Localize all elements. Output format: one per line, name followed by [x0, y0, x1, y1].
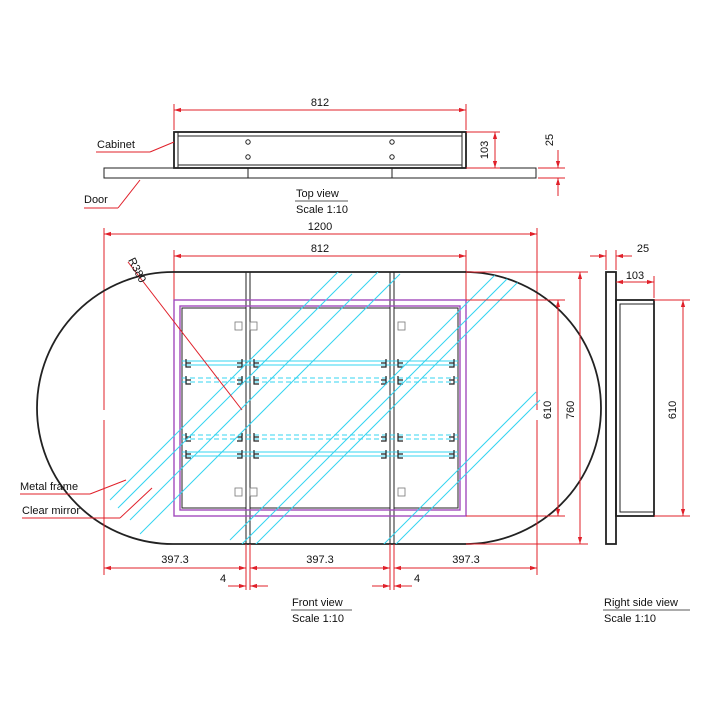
radius-label: R380 — [125, 256, 148, 285]
door-widths-dimension: 397.3 397.3 397.3 — [103, 420, 538, 590]
right-side-view: 25 103 610 Right side view Scale 1:10 — [590, 243, 690, 625]
side-door — [605, 271, 617, 545]
side-height-dimension: 610 — [654, 299, 690, 517]
overall-width-dimension: 1200 — [103, 221, 538, 410]
door-top — [103, 167, 537, 179]
overall-width-label: 1200 — [308, 221, 332, 233]
metal-frame-label: Metal frame — [20, 481, 78, 493]
top-view: 812 103 — [84, 97, 565, 216]
front-view-title: Front view — [292, 597, 343, 609]
mirror-door-outline — [36, 271, 602, 545]
side-view-title: Right side view — [604, 597, 678, 609]
frame-height-dimension: 610 — [466, 299, 565, 517]
cabinet-label: Cabinet — [97, 139, 135, 151]
front-view: 1200 812 — [20, 221, 602, 625]
cabinet-interior — [181, 307, 459, 509]
top-depth-label: 103 — [479, 141, 491, 159]
front-cabinet-width-label: 812 — [311, 243, 329, 255]
top-door-thickness-dimension: 25 — [538, 134, 565, 196]
side-view-scale: Scale 1:10 — [604, 613, 656, 625]
top-view-title: Top view — [296, 188, 339, 200]
mirror-reflection-hatch — [109, 272, 541, 544]
cabinet-top — [173, 131, 467, 169]
radius-callout: R380 — [125, 256, 243, 411]
hinges — [185, 321, 455, 497]
metal-frame-callout: Metal frame — [20, 479, 127, 495]
top-door-thickness-label: 25 — [544, 134, 556, 146]
side-door-thickness-label: 25 — [637, 243, 649, 255]
gap-left-label: 4 — [220, 573, 226, 585]
cabinet-callout: Cabinet — [96, 139, 175, 153]
side-depth-label: 103 — [626, 270, 644, 282]
front-view-scale: Scale 1:10 — [292, 613, 344, 625]
top-width-dimension: 812 — [173, 97, 467, 130]
frame-height-label: 610 — [542, 401, 554, 419]
door-label: Door — [84, 194, 108, 206]
top-view-scale: Scale 1:10 — [296, 204, 348, 216]
side-height-label: 610 — [667, 401, 679, 419]
glass-shelves — [182, 360, 458, 457]
top-depth-dimension: 103 — [466, 131, 500, 169]
overall-height-dimension: 760 — [466, 271, 588, 545]
door-width-right: 397.3 — [452, 554, 480, 566]
clear-mirror-label: Clear mirror — [22, 505, 80, 517]
side-cabinet — [615, 299, 655, 517]
door-width-left: 397.3 — [161, 554, 189, 566]
top-width-label: 812 — [311, 97, 329, 109]
overall-height-label: 760 — [565, 401, 577, 419]
gap-right-label: 4 — [414, 573, 420, 585]
gap-dimensions: 4 4 — [220, 573, 420, 589]
door-callout: Door — [84, 179, 141, 209]
door-width-middle: 397.3 — [306, 554, 334, 566]
side-depth-dimension: 103 — [616, 270, 655, 298]
side-door-thickness-dimension: 25 — [590, 243, 649, 270]
front-cabinet-width-dimension: 812 — [173, 243, 467, 300]
